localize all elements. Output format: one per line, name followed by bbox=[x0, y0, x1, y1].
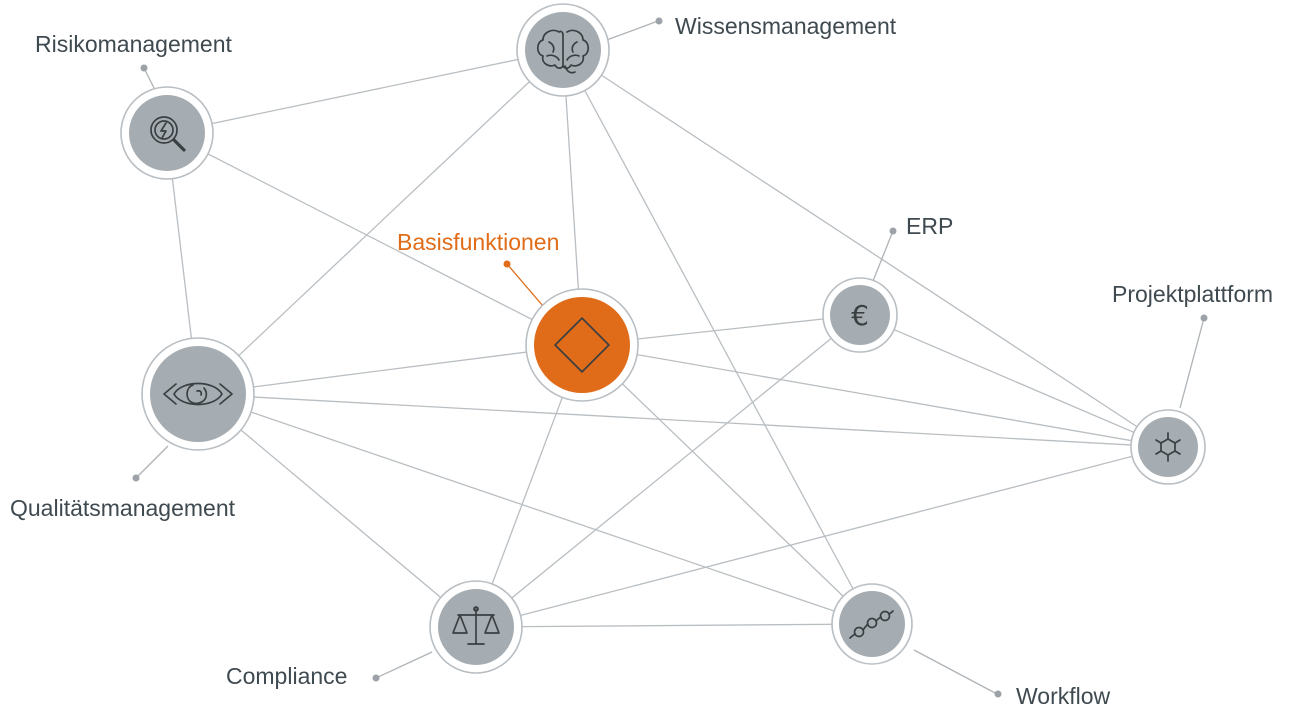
leader-projektplattform bbox=[1179, 317, 1205, 409]
hexagon-network-icon bbox=[1155, 432, 1181, 462]
label-projektplattform: Projektplattform bbox=[1112, 281, 1273, 307]
label-basisfunktionen: Basisfunktionen bbox=[397, 229, 559, 255]
label-wissensmanagement: Wissensmanagement bbox=[675, 13, 897, 39]
node-wissensmanagement bbox=[516, 3, 610, 97]
node-projektplattform bbox=[1130, 409, 1206, 485]
euro-icon: € bbox=[851, 299, 869, 332]
leader-compliance bbox=[375, 651, 433, 679]
leader-dot-qualitaetsmanagement bbox=[132, 474, 140, 482]
label-compliance: Compliance bbox=[226, 663, 347, 689]
leader-dot-erp bbox=[889, 227, 897, 235]
leader-basisfunktionen bbox=[506, 263, 544, 307]
label-erp: ERP bbox=[906, 213, 953, 239]
edge-basisfunktionen-workflow bbox=[581, 344, 873, 625]
node-basisfunktionen bbox=[525, 288, 639, 402]
label-workflow: Workflow bbox=[1016, 683, 1111, 709]
scales-icon bbox=[452, 606, 500, 645]
edge-compliance-workflow bbox=[475, 623, 873, 628]
node-erp: € bbox=[822, 277, 898, 353]
edge-wissensmanagement-projektplattform bbox=[562, 49, 1169, 448]
edge-wissensmanagement-workflow bbox=[562, 49, 873, 625]
leader-workflow bbox=[913, 649, 998, 695]
edge-qualitaetsmanagement-basisfunktionen bbox=[197, 344, 583, 395]
edge-qualitaetsmanagement-workflow bbox=[197, 393, 873, 625]
edge-layer bbox=[166, 49, 1169, 628]
node-compliance bbox=[429, 580, 523, 674]
eye-icon bbox=[163, 382, 233, 406]
leader-dot-workflow bbox=[994, 690, 1002, 698]
brain-icon bbox=[536, 29, 590, 74]
edge-risikomanagement-basisfunktionen bbox=[166, 132, 583, 346]
node-qualitaetsmanagement bbox=[141, 337, 255, 451]
edge-wissensmanagement-risikomanagement bbox=[166, 49, 564, 134]
leader-layer bbox=[132, 17, 1208, 698]
edge-erp-compliance bbox=[475, 314, 861, 628]
edge-erp-projektplattform bbox=[859, 314, 1169, 448]
leader-dot-wissensmanagement bbox=[655, 17, 663, 25]
leader-dot-projektplattform bbox=[1200, 314, 1208, 322]
magnifier-lightning-icon bbox=[150, 116, 186, 152]
leader-risikomanagement bbox=[143, 67, 157, 93]
edge-qualitaetsmanagement-projektplattform bbox=[197, 393, 1169, 448]
leader-dot-compliance bbox=[372, 674, 380, 682]
edge-compliance-projektplattform bbox=[475, 446, 1169, 628]
edge-basisfunktionen-projektplattform bbox=[581, 344, 1169, 448]
leader-erp bbox=[872, 230, 894, 282]
leader-dot-risikomanagement bbox=[140, 64, 148, 72]
node-workflow bbox=[831, 583, 913, 665]
node-risikomanagement bbox=[120, 86, 214, 180]
leader-dot-basisfunktionen bbox=[503, 260, 511, 268]
leader-qualitaetsmanagement bbox=[135, 445, 169, 479]
edge-wissensmanagement-qualitaetsmanagement bbox=[197, 49, 564, 395]
diamond-icon bbox=[554, 317, 610, 373]
label-risikomanagement: Risikomanagement bbox=[35, 31, 232, 57]
leader-wissensmanagement bbox=[603, 20, 659, 42]
workflow-chain-icon bbox=[849, 610, 894, 639]
edge-qualitaetsmanagement-compliance bbox=[197, 393, 477, 628]
label-qualitaetsmanagement: Qualitätsmanagement bbox=[10, 495, 236, 521]
